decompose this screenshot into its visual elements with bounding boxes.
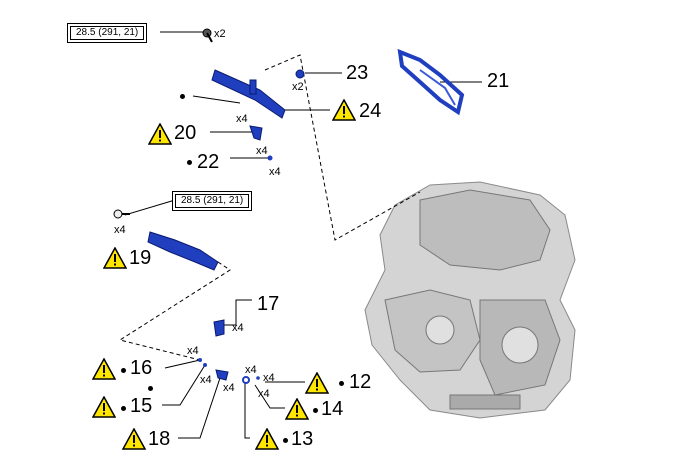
warning-icon — [122, 428, 146, 450]
callout-15: 15 — [130, 395, 153, 417]
engine-block — [364, 181, 576, 419]
callout-13: 13 — [291, 428, 314, 450]
qty-16: x4 — [187, 345, 199, 357]
callout-23: 23 — [346, 62, 369, 84]
qty-14: x4 — [258, 388, 270, 400]
bullet-dot — [313, 408, 318, 413]
qty-bolt-top: x2 — [214, 28, 226, 40]
qty-23: x2 — [292, 81, 304, 93]
warning-icon — [148, 123, 172, 145]
warning-icon — [255, 428, 279, 450]
qty-20: x4 — [256, 145, 268, 157]
warning-icon — [285, 398, 309, 420]
warning-icon — [103, 247, 127, 269]
qty-24: x4 — [236, 113, 248, 125]
bolt-top — [202, 28, 213, 43]
bullet-dot — [187, 160, 192, 165]
part-22 — [267, 155, 273, 161]
delivery-pipe — [211, 69, 286, 119]
callout-22: 22 — [197, 151, 220, 173]
bullet-dot — [283, 438, 288, 443]
part-20 — [249, 125, 263, 141]
bullet-dot — [148, 386, 153, 391]
qty-bolt-mid: x4 — [114, 224, 126, 236]
bullet-dot — [121, 368, 126, 373]
callout-21: 21 — [487, 70, 510, 92]
torque-spec-top: 28.5 (291, 21) — [67, 23, 148, 43]
callout-12: 12 — [349, 371, 372, 393]
callout-18: 18 — [148, 428, 171, 450]
part-17 — [213, 319, 225, 337]
qty-13: x4 — [245, 364, 257, 376]
dashed-locators — [118, 54, 421, 361]
wire-harness — [397, 48, 465, 116]
qty-22: x4 — [269, 166, 281, 178]
warning-icon — [92, 396, 116, 418]
qty-12: x4 — [263, 372, 275, 384]
bolt-mid — [113, 209, 130, 219]
warning-icon — [92, 358, 116, 380]
part-19 — [147, 231, 219, 271]
callout-20: 20 — [174, 122, 197, 144]
fuel-parts — [113, 28, 465, 384]
part-23 — [295, 69, 305, 79]
callout-14: 14 — [321, 398, 344, 420]
warning-icon — [305, 372, 329, 394]
bullet-dot — [180, 94, 185, 99]
bullet-dot — [121, 406, 126, 411]
bullet-dot — [339, 381, 344, 386]
qty-15: x4 — [200, 374, 212, 386]
callout-16: 16 — [130, 357, 153, 379]
qty-17: x4 — [232, 322, 244, 334]
qty-18: x4 — [223, 382, 235, 394]
leader-lines — [124, 31, 482, 439]
callout-24: 24 — [359, 100, 382, 122]
torque-spec-mid: 28.5 (291, 21) — [172, 191, 253, 211]
callout-19: 19 — [129, 247, 152, 269]
warning-icon — [332, 99, 356, 121]
callout-17: 17 — [257, 293, 280, 315]
